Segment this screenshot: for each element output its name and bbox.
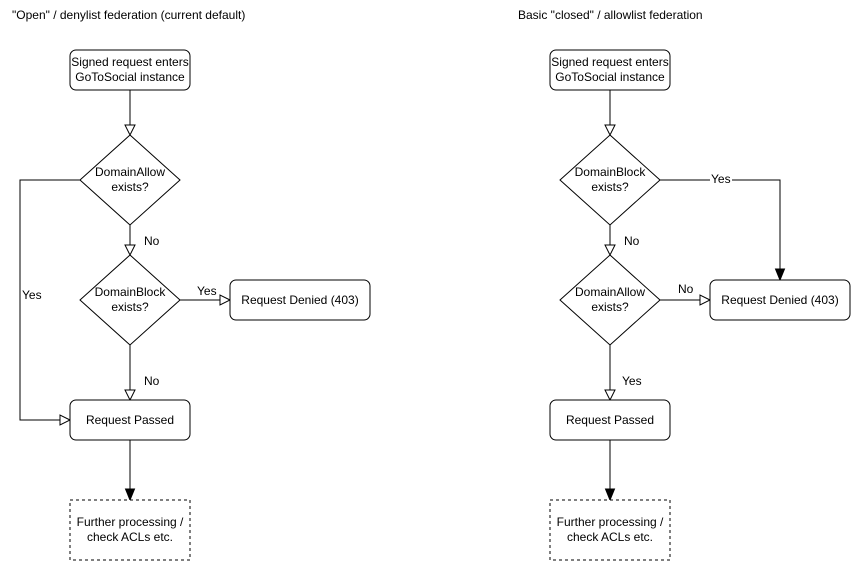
arrowhead-filled-down-icon — [124, 488, 136, 502]
arrowhead-hollow-right-icon — [59, 414, 72, 426]
arrowhead-hollow-down-icon — [124, 124, 136, 137]
arrowhead-hollow-down-icon — [604, 389, 616, 402]
left-edge-start-to-decision1 — [124, 90, 136, 137]
right-edge-decision1-yes-to-denied — [660, 179, 786, 282]
right-passed-node — [549, 399, 671, 441]
left-edge-label-decision1-no: No — [143, 234, 161, 248]
left-edge-label-decision2-no: No — [143, 374, 161, 388]
left-decision2-diamond — [79, 254, 181, 346]
right-edge-decision1-no-to-decision2 — [604, 225, 616, 257]
left-edge-decision2-yes-to-denied — [180, 294, 232, 306]
arrowhead-hollow-down-icon — [124, 389, 136, 402]
left-edge-decision1-no-to-decision2 — [124, 225, 136, 257]
right-decision1-diamond — [559, 134, 661, 226]
arrowhead-filled-down-icon — [774, 268, 786, 282]
right-edge-label-decision2-yes: Yes — [621, 374, 643, 388]
right-edge-passed-to-further — [604, 440, 616, 502]
left-edge-passed-to-further — [124, 440, 136, 502]
right-edge-label-decision2-no: No — [677, 282, 695, 296]
left-edge-label-decision2-yes: Yes — [196, 284, 218, 298]
right-start-node — [549, 49, 671, 91]
right-edge-label-decision1-yes: Yes — [710, 172, 732, 186]
arrowhead-hollow-down-icon — [604, 244, 616, 257]
arrowhead-hollow-right-icon — [699, 294, 712, 306]
arrowhead-filled-down-icon — [604, 488, 616, 502]
right-edge-decision2-no-to-denied — [660, 294, 712, 306]
left-chart-title: "Open" / denylist federation (current de… — [12, 8, 246, 22]
right-decision2-diamond — [559, 254, 661, 346]
left-passed-node — [69, 399, 191, 441]
left-edge-label-decision1-yes: Yes — [22, 288, 42, 302]
arrowhead-hollow-right-icon — [219, 294, 232, 306]
right-edge-label-decision1-no: No — [623, 234, 641, 248]
left-start-node — [69, 49, 191, 91]
left-decision1-diamond — [79, 134, 181, 226]
right-chart-title: Basic "closed" / allowlist federation — [518, 8, 703, 22]
left-further-node — [69, 499, 191, 561]
right-further-node — [549, 499, 671, 561]
arrowhead-hollow-down-icon — [604, 124, 616, 137]
right-edge-start-to-decision1 — [604, 90, 616, 137]
right-edge-decision2-yes-to-passed — [604, 345, 616, 402]
left-denied-node — [229, 279, 371, 321]
left-edge-decision2-no-to-passed — [124, 345, 136, 402]
arrowhead-hollow-down-icon — [124, 244, 136, 257]
right-denied-node — [709, 279, 851, 321]
left-edge-decision1-yes-to-passed — [19, 179, 80, 426]
